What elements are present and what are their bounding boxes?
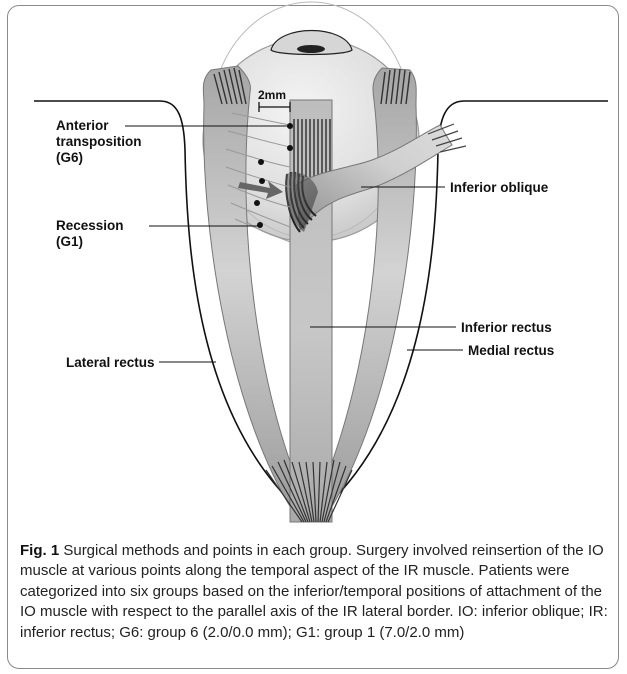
label-recession-line1: Recession: [56, 218, 124, 233]
label-inferior-rectus: Inferior rectus: [461, 320, 552, 335]
label-inferior-oblique: Inferior oblique: [450, 180, 549, 195]
pupil: [297, 45, 325, 53]
attachment-point: [258, 159, 264, 165]
label-anterior-transposition-line3: (G6): [56, 150, 83, 165]
figure-caption: Fig. 1 Surgical methods and points in ea…: [20, 541, 612, 643]
label-anterior-transposition-line2: transposition: [56, 134, 142, 149]
attachment-point: [257, 222, 263, 228]
label-medial-rectus: Medial rectus: [468, 343, 554, 358]
label-lateral-rectus: Lateral rectus: [66, 355, 155, 370]
attachment-point: [254, 200, 260, 206]
attachment-point: [287, 145, 293, 151]
scale-label: 2mm: [258, 88, 286, 102]
label-anterior-transposition-line1: Anterior: [56, 118, 109, 133]
eye-muscle-diagram: 2mm Anterior transposition (G6) Recessio…: [0, 0, 627, 540]
attachment-point: [259, 178, 265, 184]
caption-text: Surgical methods and points in each grou…: [20, 542, 608, 641]
caption-label: Fig. 1: [20, 542, 59, 559]
label-recession-line2: (G1): [56, 234, 83, 249]
